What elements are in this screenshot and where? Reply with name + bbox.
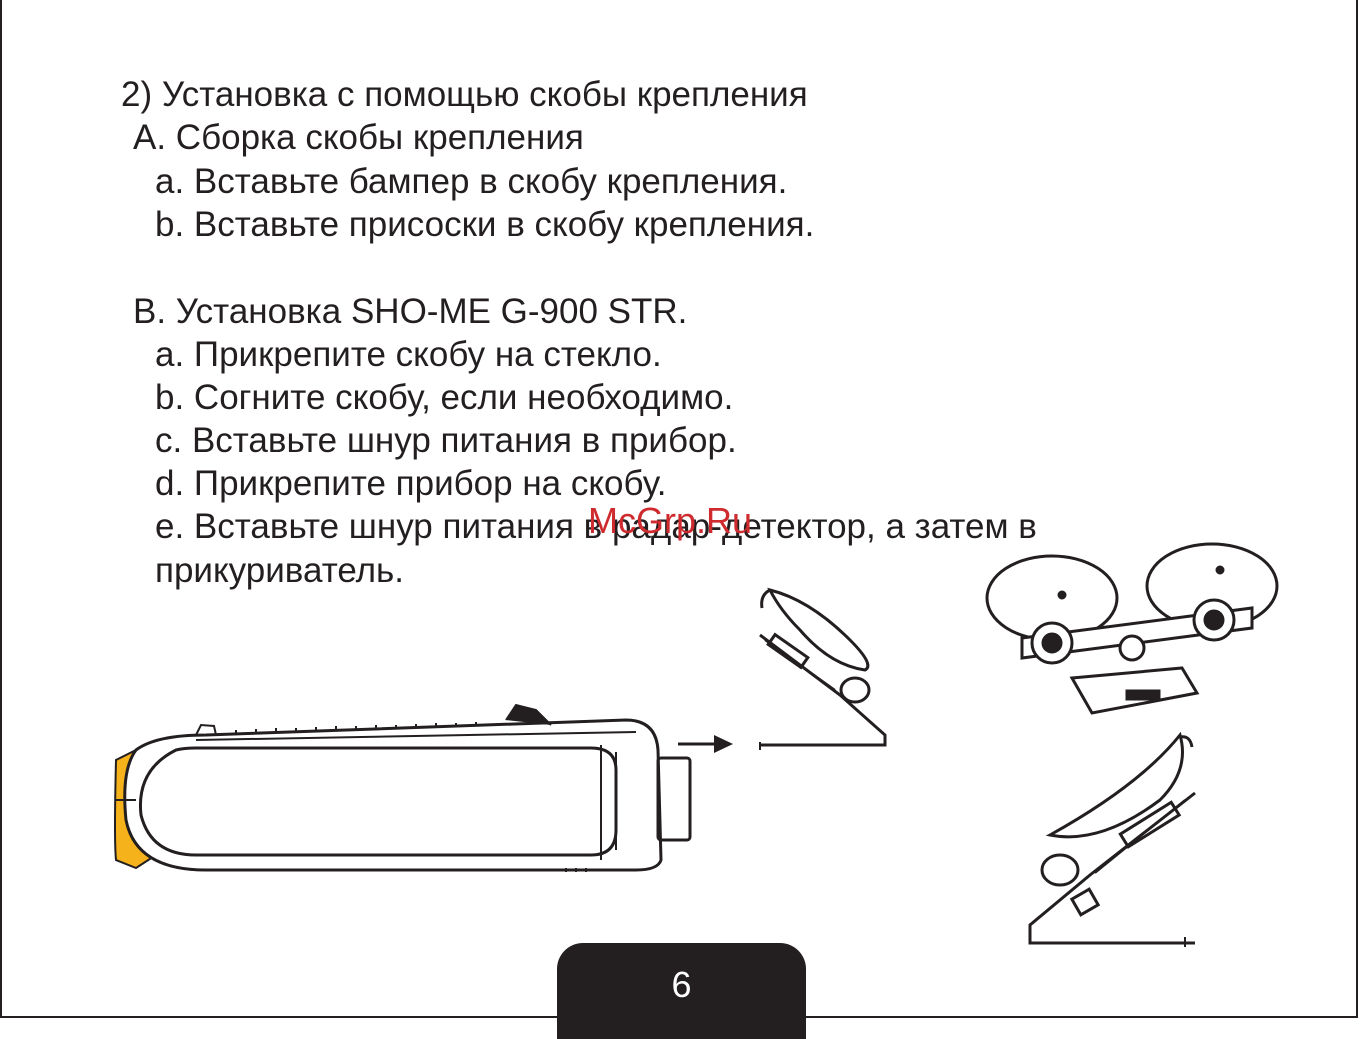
radar-detector-illustration (114, 703, 692, 872)
watermark: McGrp.Ru (588, 500, 753, 541)
page-number-tab (557, 943, 806, 1039)
section-a-step-a: a. Вставьте бампер в скобу крепления. (155, 162, 788, 201)
section-b-step-e-continued: прикуриватель. (155, 551, 405, 590)
bracket-top-illustration (985, 542, 1279, 715)
page-number: 6 (671, 964, 692, 1005)
section-heading: 2) Установка с помощью скобы крепления (121, 75, 808, 114)
bracket-side-illustration (759, 587, 887, 750)
section-a-title: A. Сборка скобы крепления (133, 118, 584, 157)
section-b-step-a: a. Прикрепите скобу на стекло. (155, 335, 662, 374)
section-a-step-b: b. Вставьте присоски в скобу крепления. (155, 205, 815, 244)
arrow-right-icon (678, 735, 733, 753)
section-b-step-e: e. Вставьте шнур питания в радар-детекто… (155, 507, 1037, 546)
section-b-step-d: d. Прикрепите прибор на скобу. (155, 464, 667, 503)
section-b-step-c: c. Вставьте шнур питания в прибор. (155, 421, 737, 460)
bracket-mounted-illustration (1028, 731, 1196, 947)
section-b-title: B. Установка SHO-ME G-900 STR. (133, 292, 688, 331)
section-b-step-b: b. Согните скобу, если необходимо. (155, 378, 734, 417)
